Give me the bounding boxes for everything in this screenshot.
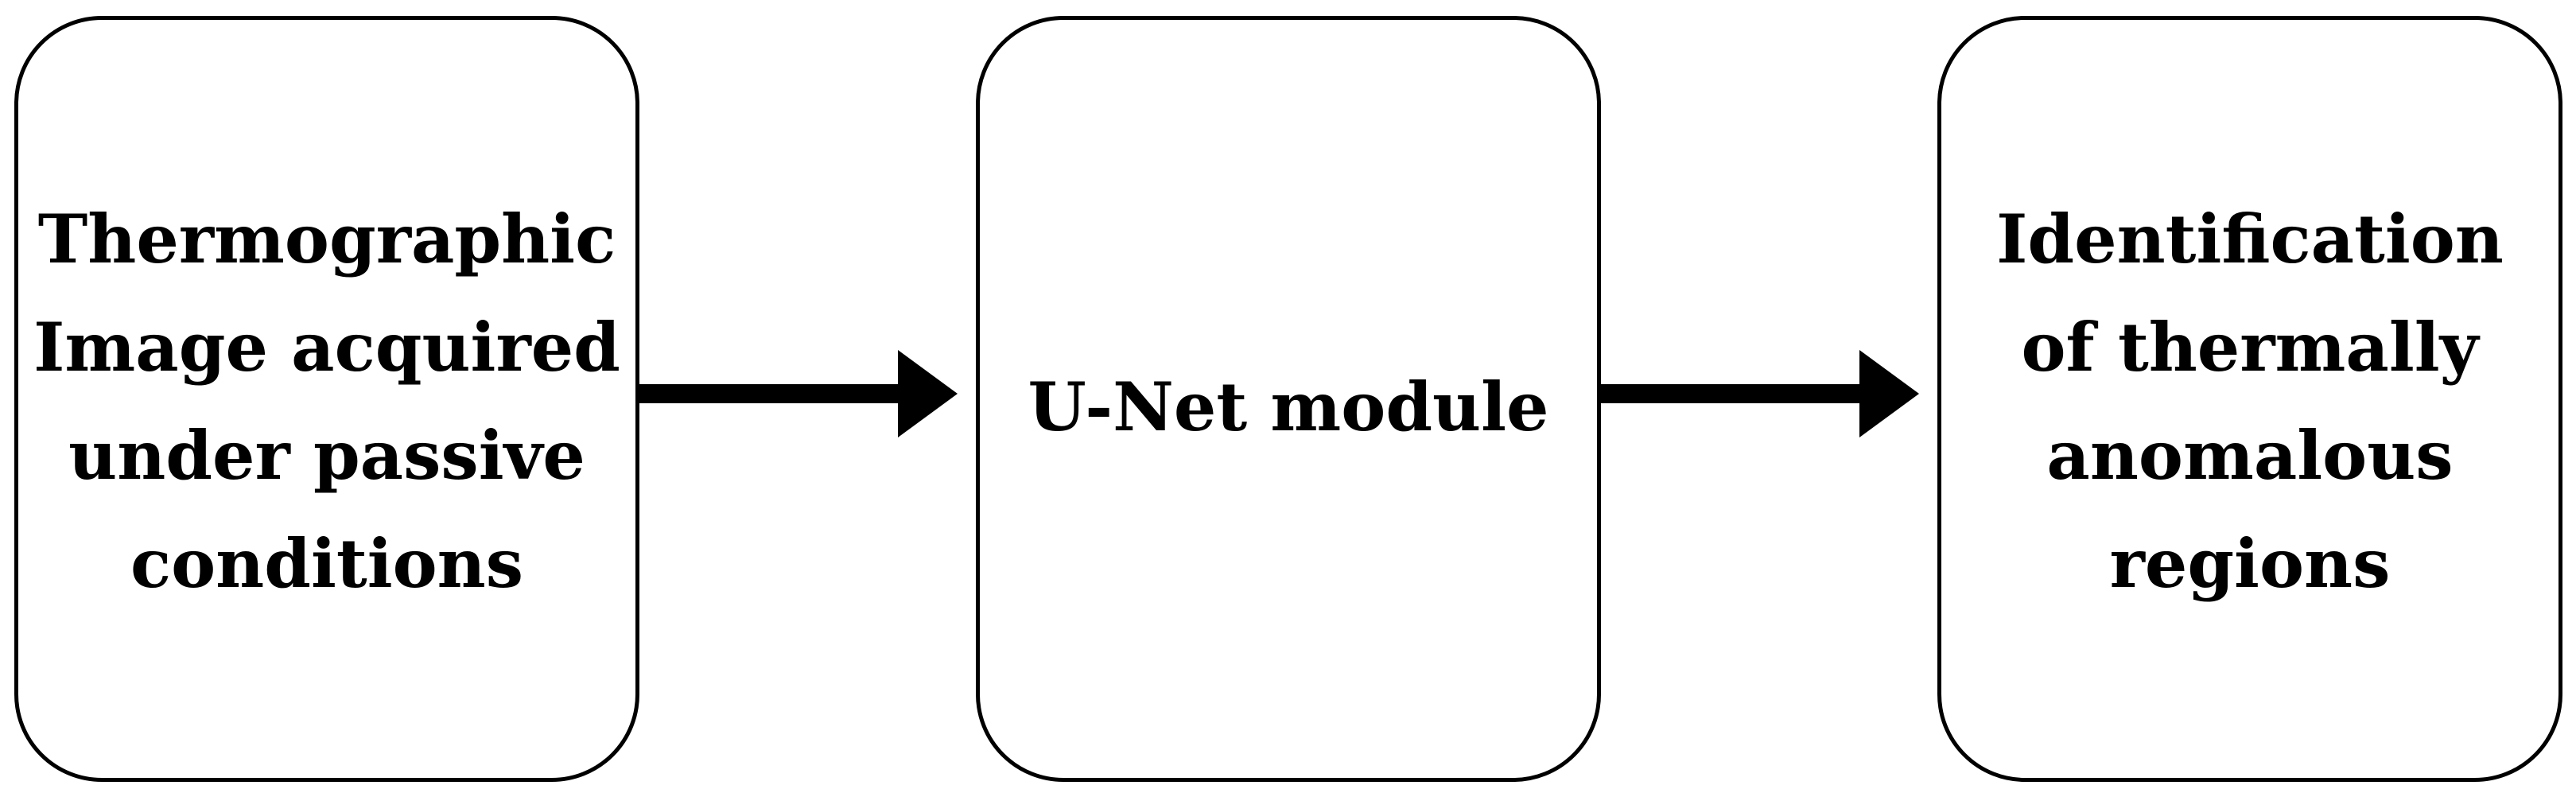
output-node-line: Identification xyxy=(1996,199,2504,278)
input-node-line: Image acquired xyxy=(33,307,620,387)
input-node-box: Thermographic Image acquired under passi… xyxy=(14,16,639,782)
model-to-output-arrow xyxy=(1601,350,1919,437)
output-node-line: anomalous xyxy=(2046,415,2454,495)
arrow-shaft xyxy=(1601,384,1863,403)
input-node-line: under passive xyxy=(68,415,585,495)
input-node-label: Thermographic Image acquired under passi… xyxy=(33,181,620,618)
output-node-box: Identification of thermally anomalous re… xyxy=(1937,16,2562,782)
model-node-box: U-Net module xyxy=(976,16,1601,782)
input-node-line: conditions xyxy=(130,523,523,603)
model-node-label: U-Net module xyxy=(1028,337,1549,461)
input-node-line: Thermographic xyxy=(37,199,616,278)
output-node-label: Identification of thermally anomalous re… xyxy=(1996,181,2504,618)
output-node-line: regions xyxy=(2109,523,2391,603)
model-node-line: U-Net module xyxy=(1028,367,1549,446)
input-to-model-arrow xyxy=(639,350,958,437)
arrow-head xyxy=(1859,350,1919,437)
arrow-shaft xyxy=(639,384,902,403)
arrow-head xyxy=(898,350,958,437)
output-node-line: of thermally xyxy=(2021,307,2479,387)
